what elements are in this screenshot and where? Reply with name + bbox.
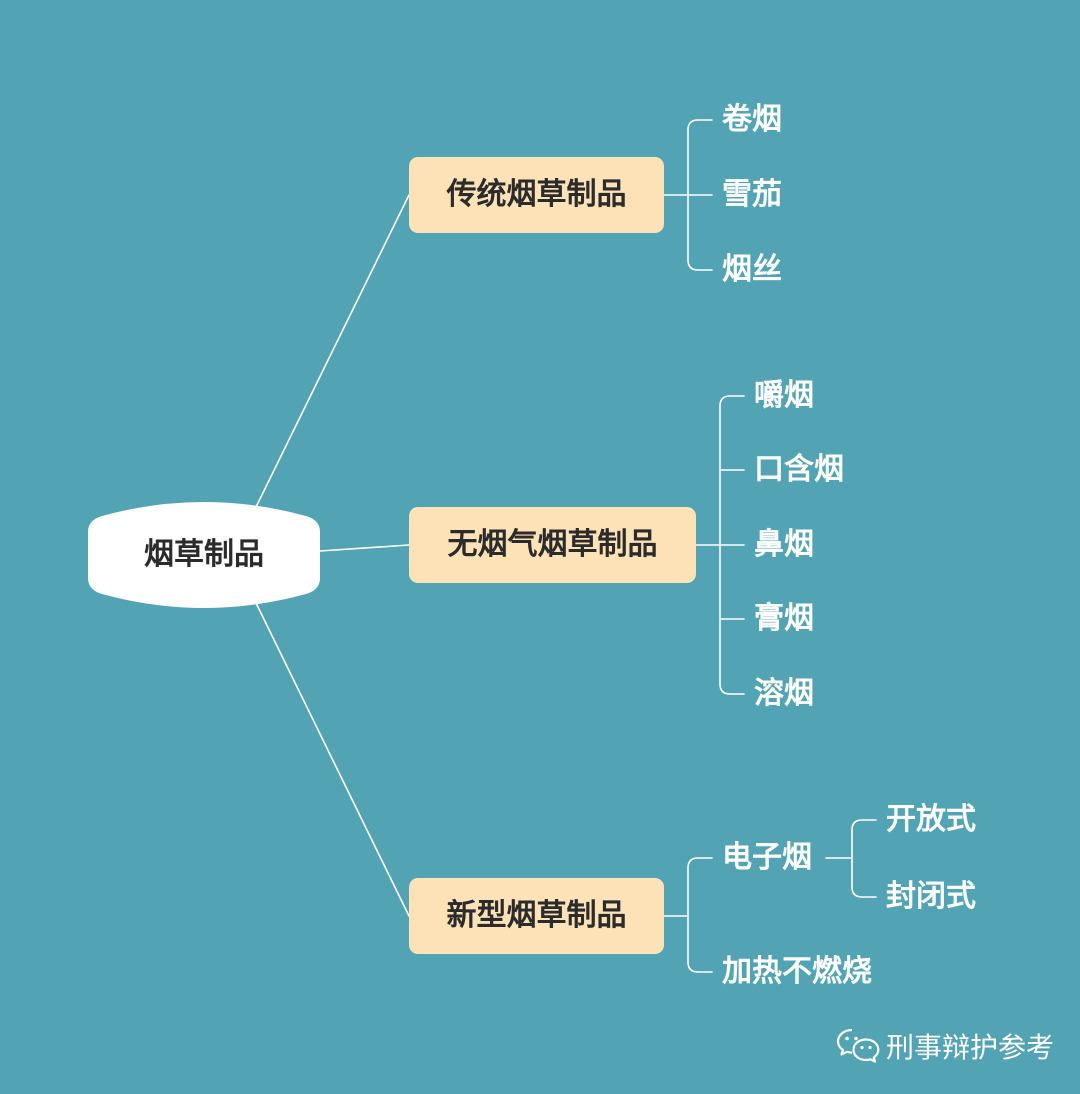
leaf-cut-tobacco[interactable]: 烟丝: [722, 252, 782, 287]
root-label: 烟草制品: [144, 537, 264, 572]
bracket-e-cigarette: [825, 819, 877, 898]
leaf-snuff[interactable]: 鼻烟: [754, 527, 814, 562]
watermark: 刑事辩护参考: [836, 1024, 1054, 1068]
connector-root-traditional: [255, 194, 410, 508]
category-smokeless[interactable]: 无烟气烟草制品: [409, 507, 696, 583]
bracket-novel: [663, 857, 713, 973]
root-node-shape: [88, 502, 320, 608]
leaf-heat-not-burn[interactable]: 加热不燃烧: [722, 954, 872, 989]
connector-root-novel: [255, 602, 410, 917]
root-node[interactable]: 烟草制品: [88, 502, 320, 608]
connector-root-smokeless: [319, 544, 410, 552]
leaf-e-cigarette[interactable]: 电子烟: [722, 840, 812, 875]
leaf-chewing-tobacco[interactable]: 嚼烟: [754, 378, 814, 413]
leaf-cigarette[interactable]: 卷烟: [722, 102, 782, 137]
leaf-oral-tobacco[interactable]: 口含烟: [754, 452, 844, 487]
watermark-text: 刑事辩护参考: [886, 1031, 1055, 1064]
category-novel[interactable]: 新型烟草制品: [409, 878, 664, 954]
bracket-traditional: [663, 119, 713, 271]
leaf-closed-system[interactable]: 封闭式: [886, 879, 976, 914]
wechat-icon: [836, 1028, 880, 1063]
leaf-dissolvable-tobacco[interactable]: 溶烟: [754, 676, 814, 711]
category-traditional[interactable]: 传统烟草制品: [409, 157, 664, 233]
leaf-paste-tobacco[interactable]: 膏烟: [754, 601, 814, 636]
leaf-cigar[interactable]: 雪茄: [722, 177, 782, 212]
leaf-open-system[interactable]: 开放式: [886, 802, 976, 837]
bracket-smokeless: [695, 395, 745, 695]
